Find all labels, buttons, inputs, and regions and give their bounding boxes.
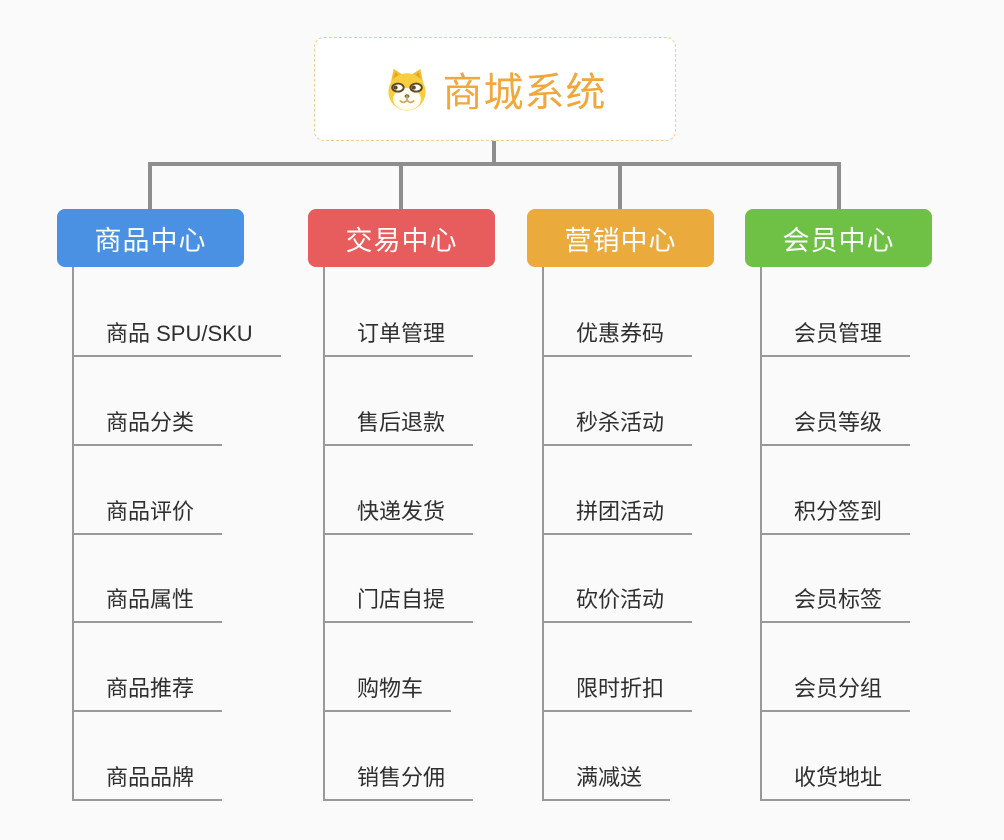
leaf-item[interactable]: 订单管理 — [323, 319, 474, 357]
root-title: 商城系统 — [442, 71, 607, 115]
branch-header-products[interactable]: 商品中心 — [57, 209, 244, 267]
leaf-item[interactable]: 快递发货 — [323, 497, 474, 535]
leaf-item[interactable]: 商品推荐 — [72, 674, 223, 712]
leaf-item[interactable]: 限时折扣 — [542, 674, 693, 712]
connector-drop-trade — [399, 162, 403, 210]
leaf-item[interactable]: 收货地址 — [760, 763, 911, 801]
leaf-item[interactable]: 会员等级 — [760, 408, 911, 446]
leaf-item[interactable]: 商品分类 — [72, 408, 223, 446]
leaf-item[interactable]: 商品品牌 — [72, 763, 223, 801]
leaf-item[interactable]: 售后退款 — [323, 408, 474, 446]
leaf-item[interactable]: 商品 SPU/SKU — [72, 319, 281, 357]
leaf-item[interactable]: 商品评价 — [72, 497, 223, 535]
leaf-item[interactable]: 商品属性 — [72, 585, 223, 623]
leaf-item[interactable]: 满减送 — [542, 763, 671, 801]
connector-root-stub — [492, 141, 496, 164]
leaf-item[interactable]: 拼团活动 — [542, 497, 693, 535]
leaf-item[interactable]: 销售分佣 — [323, 763, 474, 801]
leaf-item[interactable]: 秒杀活动 — [542, 408, 693, 446]
doge-icon — [384, 67, 430, 111]
leaf-item[interactable]: 会员管理 — [760, 319, 911, 357]
leaf-item[interactable]: 砍价活动 — [542, 585, 693, 623]
leaf-item[interactable]: 会员分组 — [760, 674, 911, 712]
root-node[interactable]: 商城系统 — [314, 37, 676, 141]
connector-bus — [148, 162, 841, 166]
leaf-item[interactable]: 优惠券码 — [542, 319, 693, 357]
leaf-item[interactable]: 门店自提 — [323, 585, 474, 623]
connector-drop-products — [148, 162, 152, 210]
leaf-item[interactable]: 积分签到 — [760, 497, 911, 535]
connector-drop-marketing — [618, 162, 622, 210]
connector-drop-members — [837, 162, 841, 210]
leaf-item[interactable]: 购物车 — [323, 674, 452, 712]
leaf-item[interactable]: 会员标签 — [760, 585, 911, 623]
branch-header-members[interactable]: 会员中心 — [745, 209, 932, 267]
branch-header-trade[interactable]: 交易中心 — [308, 209, 495, 267]
branch-header-marketing[interactable]: 营销中心 — [527, 209, 714, 267]
